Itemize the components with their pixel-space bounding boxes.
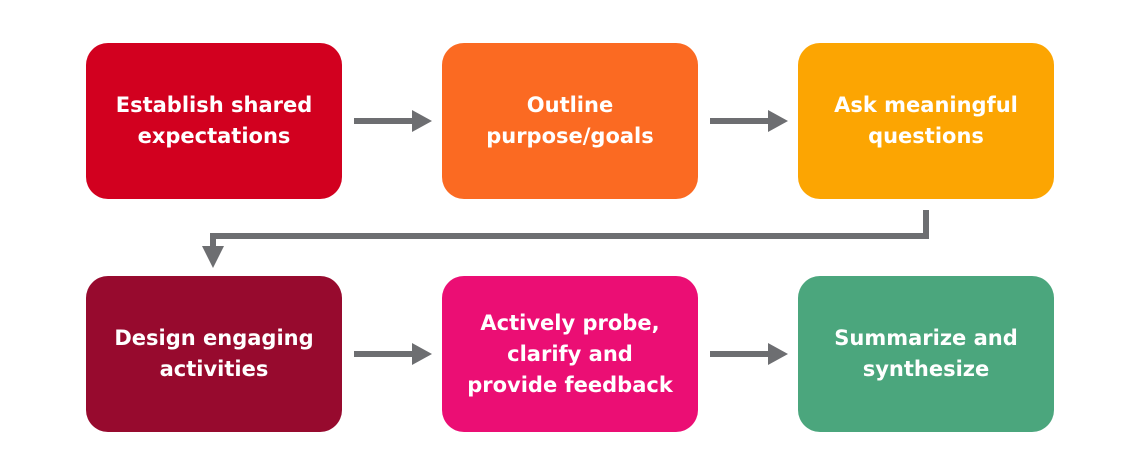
step-ask-meaningful-questions: Ask meaningful questions: [798, 43, 1054, 199]
step-label: Ask meaningful questions: [834, 93, 1018, 148]
arrowhead-5-to-6: [768, 343, 788, 365]
step-actively-probe-clarify-feedback: Actively probe, clarify and provide feed…: [442, 276, 698, 432]
step-label: Design engaging activities: [114, 326, 314, 381]
step-outline-purpose-goals: Outline purpose/goals: [442, 43, 698, 199]
arrowhead-1-to-2: [412, 110, 432, 132]
step-label: Summarize and synthesize: [834, 326, 1018, 381]
arrowhead-4-to-5: [412, 343, 432, 365]
step-label: Outline purpose/goals: [486, 93, 654, 148]
arrowhead-2-to-3: [768, 110, 788, 132]
arrowhead-3-to-4: [202, 246, 224, 268]
step-design-engaging-activities: Design engaging activities: [86, 276, 342, 432]
step-label: Actively probe, clarify and provide feed…: [467, 310, 673, 397]
arrow-3-to-4: [210, 210, 929, 248]
step-establish-shared-expectations: Establish shared expectations: [86, 43, 342, 199]
step-label: Establish shared expectations: [115, 93, 313, 148]
step-summarize-synthesize: Summarize and synthesize: [798, 276, 1054, 432]
